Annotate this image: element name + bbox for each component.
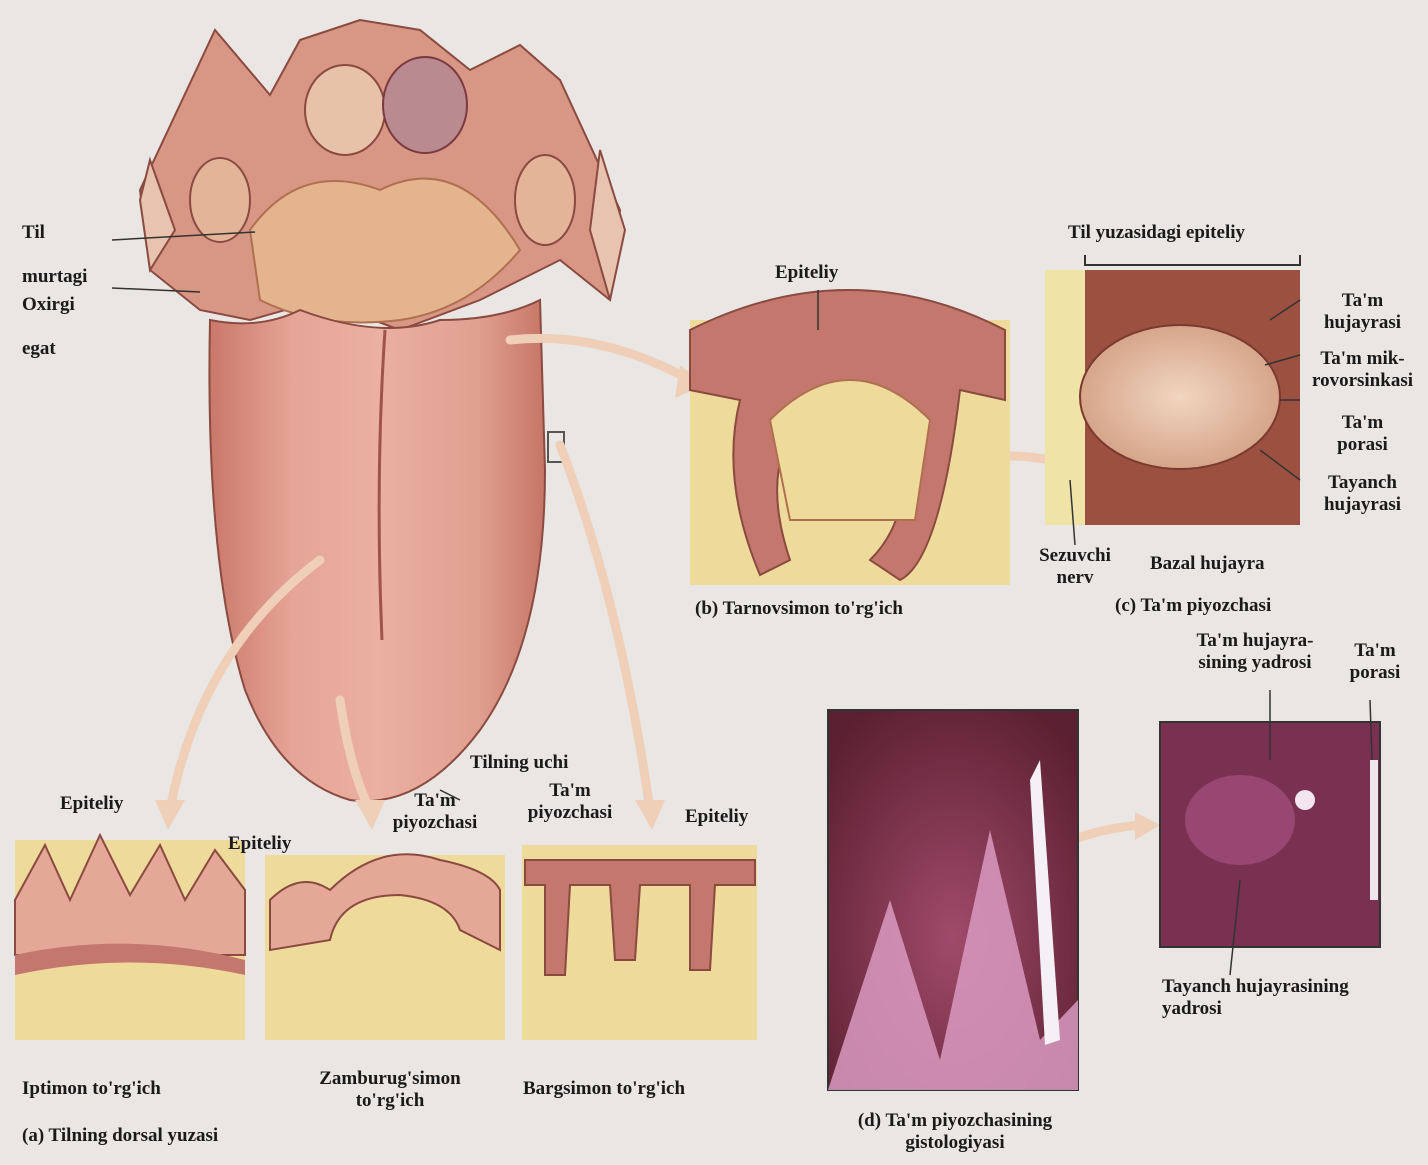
label-sensory-nerve: Sezuvchi nerv — [1025, 545, 1125, 589]
filiform-papilla-illustration — [15, 835, 245, 1040]
caption-foliate: Bargsimon to'rg'ich — [523, 1078, 685, 1100]
label-fungiform-epithelium: Epiteliy — [228, 833, 291, 855]
caption-panel-b: (b) Tarnovsimon to'rg'ich — [695, 598, 903, 620]
label-taste-cell-nucleus: Ta'm hujayra- sining yadrosi — [1180, 630, 1330, 674]
label-taste-pore-c: Ta'm porasi — [1305, 412, 1420, 456]
label-support-cell: Tayanch hujayrasi — [1305, 472, 1420, 516]
label-taste-microvilli: Ta'm mik- rovorsinkasi — [1305, 348, 1420, 392]
label-foliate-taste-bud: Ta'm piyozchasi — [515, 780, 625, 824]
label-foliate-epithelium: Epiteliy — [685, 806, 748, 828]
caption-panel-a: (a) Tilning dorsal yuzasi — [22, 1125, 218, 1147]
foliate-papilla-illustration — [522, 845, 757, 1040]
caption-panel-c: (c) Ta'm piyozchasi — [1115, 595, 1271, 617]
label-tongue-root-line1: Til — [22, 222, 87, 244]
caption-panel-d: (d) Ta'm piyozchasining gistologiyasi — [810, 1110, 1100, 1154]
fungiform-papilla-illustration — [265, 854, 505, 1040]
label-support-cell-nucleus: Tayanch hujayrasining yadrosi — [1162, 976, 1349, 1020]
label-tongue-tip: Tilning uchi — [470, 752, 568, 774]
label-taste-cell: Ta'm hujayrasi — [1305, 290, 1420, 334]
circumvallate-papilla-illustration — [690, 290, 1010, 585]
label-basal-cell: Bazal hujayra — [1150, 553, 1265, 575]
label-taste-pore-d: Ta'm porasi — [1335, 640, 1415, 684]
histology-micrograph — [828, 710, 1380, 1090]
taste-bud-illustration — [1045, 255, 1300, 525]
caption-filiform: Iptimon to'rg'ich — [22, 1078, 161, 1100]
caption-fungiform: Zamburug'simon to'rg'ich — [290, 1068, 490, 1112]
label-tonsil: Oxirgi egat — [22, 272, 75, 382]
label-circumvallate-epithelium: Epiteliy — [775, 262, 838, 284]
label-filiform-epithelium: Epiteliy — [60, 793, 123, 815]
label-fungiform-taste-bud: Ta'm piyozchasi — [380, 790, 490, 834]
label-surface-epithelium: Til yuzasidagi epiteliy — [1068, 222, 1245, 244]
label-tonsil-line2: egat — [22, 338, 75, 360]
label-tonsil-line1: Oxirgi — [22, 294, 75, 316]
